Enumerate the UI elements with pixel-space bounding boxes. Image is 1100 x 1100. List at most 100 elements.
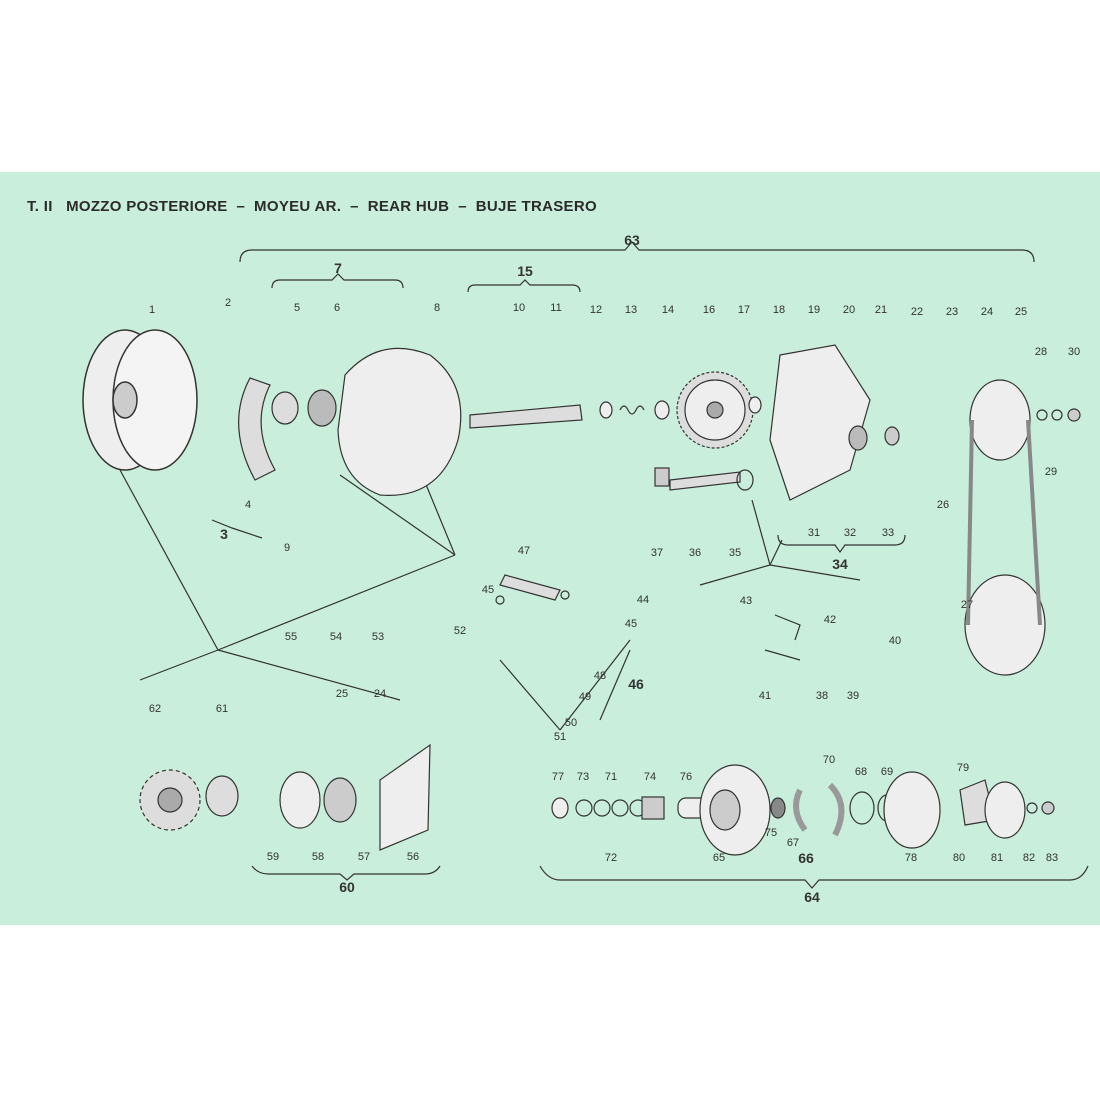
part-number-24: 24 bbox=[980, 306, 994, 318]
pulley-belt bbox=[964, 379, 1046, 676]
hub-cover-8 bbox=[337, 347, 462, 496]
group-number-64: 64 bbox=[804, 889, 820, 905]
part-number-41: 41 bbox=[758, 690, 772, 702]
part-number-8: 8 bbox=[433, 302, 441, 314]
part-number-53: 53 bbox=[371, 631, 385, 643]
part-number-69: 69 bbox=[880, 766, 894, 778]
part-number-2: 2 bbox=[224, 297, 232, 309]
part-number-43: 43 bbox=[739, 595, 753, 607]
part-number-50: 50 bbox=[564, 717, 578, 729]
sprocket-62 bbox=[139, 769, 201, 831]
part-number-14: 14 bbox=[661, 304, 675, 316]
part-number-62: 62 bbox=[148, 703, 162, 715]
part-number-18: 18 bbox=[772, 304, 786, 316]
group-number-63: 63 bbox=[624, 232, 640, 248]
part-number-67: 67 bbox=[786, 837, 800, 849]
part-number-77: 77 bbox=[551, 771, 565, 783]
part-number-48: 48 bbox=[593, 670, 607, 682]
part-number-38: 38 bbox=[815, 690, 829, 702]
group-number-3: 3 bbox=[220, 526, 228, 542]
part-number-72: 72 bbox=[604, 852, 618, 864]
part-number-31: 31 bbox=[807, 527, 821, 539]
bracket-47 bbox=[499, 574, 561, 601]
part-number-54: 54 bbox=[329, 631, 343, 643]
part-number-56: 56 bbox=[406, 851, 420, 863]
part-number-17: 17 bbox=[737, 304, 751, 316]
part-number-45: 45 bbox=[481, 584, 495, 596]
part-number-29: 29 bbox=[1044, 466, 1058, 478]
brace-34 bbox=[777, 534, 906, 554]
part-number-4: 4 bbox=[244, 499, 252, 511]
clutch-drum-65 bbox=[699, 764, 771, 856]
part-number-32: 32 bbox=[843, 527, 857, 539]
part-number-6: 6 bbox=[333, 302, 341, 314]
part-number-37: 37 bbox=[650, 547, 664, 559]
part-number-75: 75 bbox=[764, 827, 778, 839]
part-number-30: 30 bbox=[1067, 346, 1081, 358]
part-number-57: 57 bbox=[357, 851, 371, 863]
part-number-19: 19 bbox=[807, 304, 821, 316]
part-number-42: 42 bbox=[823, 614, 837, 626]
group-number-46: 46 bbox=[628, 676, 644, 692]
part-number-82: 82 bbox=[1022, 852, 1036, 864]
part-number-76: 76 bbox=[679, 771, 693, 783]
part-number-78: 78 bbox=[904, 852, 918, 864]
page-title: T. II MOZZO POSTERIORE – MOYEU AR. – REA… bbox=[27, 198, 597, 215]
part-number-9: 9 bbox=[283, 542, 291, 554]
part-number-25: 25 bbox=[335, 688, 349, 700]
clutch-shoes-66 bbox=[793, 782, 845, 837]
part-number-49: 49 bbox=[578, 691, 592, 703]
part-number-12: 12 bbox=[589, 304, 603, 316]
group-number-15: 15 bbox=[517, 263, 533, 279]
brace-63 bbox=[239, 241, 1035, 263]
part-number-52: 52 bbox=[453, 625, 467, 637]
part-number-22: 22 bbox=[910, 306, 924, 318]
part-number-25: 25 bbox=[1014, 306, 1028, 318]
hub-drum bbox=[82, 329, 198, 471]
part-number-74: 74 bbox=[643, 771, 657, 783]
part-number-47: 47 bbox=[517, 545, 531, 557]
part-number-58: 58 bbox=[311, 851, 325, 863]
part-number-70: 70 bbox=[822, 754, 836, 766]
part-number-45: 45 bbox=[624, 618, 638, 630]
part-number-13: 13 bbox=[624, 304, 638, 316]
part-number-24: 24 bbox=[373, 688, 387, 700]
gear-housing bbox=[769, 344, 871, 501]
brace-7 bbox=[271, 273, 404, 289]
part-number-44: 44 bbox=[636, 594, 650, 606]
part-number-11: 11 bbox=[550, 302, 562, 314]
part-number-83: 83 bbox=[1045, 852, 1059, 864]
part-number-5: 5 bbox=[293, 302, 301, 314]
part-number-26: 26 bbox=[936, 499, 950, 511]
part-number-23: 23 bbox=[945, 306, 959, 318]
brake-shoe bbox=[238, 377, 276, 481]
flange-56 bbox=[379, 743, 431, 851]
part-number-79: 79 bbox=[956, 762, 970, 774]
part-number-81: 81 bbox=[990, 852, 1004, 864]
group-number-34: 34 bbox=[832, 556, 848, 572]
gear-16 bbox=[676, 371, 754, 449]
part-number-21: 21 bbox=[874, 304, 888, 316]
part-number-10: 10 bbox=[512, 302, 526, 314]
part-number-71: 71 bbox=[604, 771, 618, 783]
part-number-80: 80 bbox=[952, 852, 966, 864]
seal-5 bbox=[271, 391, 299, 425]
part-number-16: 16 bbox=[702, 304, 716, 316]
cover-78 bbox=[883, 771, 941, 849]
part-number-65: 65 bbox=[712, 852, 726, 864]
bearing-6 bbox=[307, 389, 337, 427]
brace-15 bbox=[467, 279, 581, 293]
part-number-40: 40 bbox=[888, 635, 902, 647]
part-number-36: 36 bbox=[688, 547, 702, 559]
shaft-10 bbox=[469, 404, 583, 429]
part-number-27: 27 bbox=[960, 599, 974, 611]
hub-61 bbox=[205, 775, 239, 817]
part-number-33: 33 bbox=[881, 527, 895, 539]
group-number-66: 66 bbox=[798, 850, 814, 866]
part-number-20: 20 bbox=[842, 304, 856, 316]
group-number-60: 60 bbox=[339, 879, 355, 895]
part-number-35: 35 bbox=[728, 547, 742, 559]
part-number-1: 1 bbox=[148, 304, 156, 316]
part-number-39: 39 bbox=[846, 690, 860, 702]
